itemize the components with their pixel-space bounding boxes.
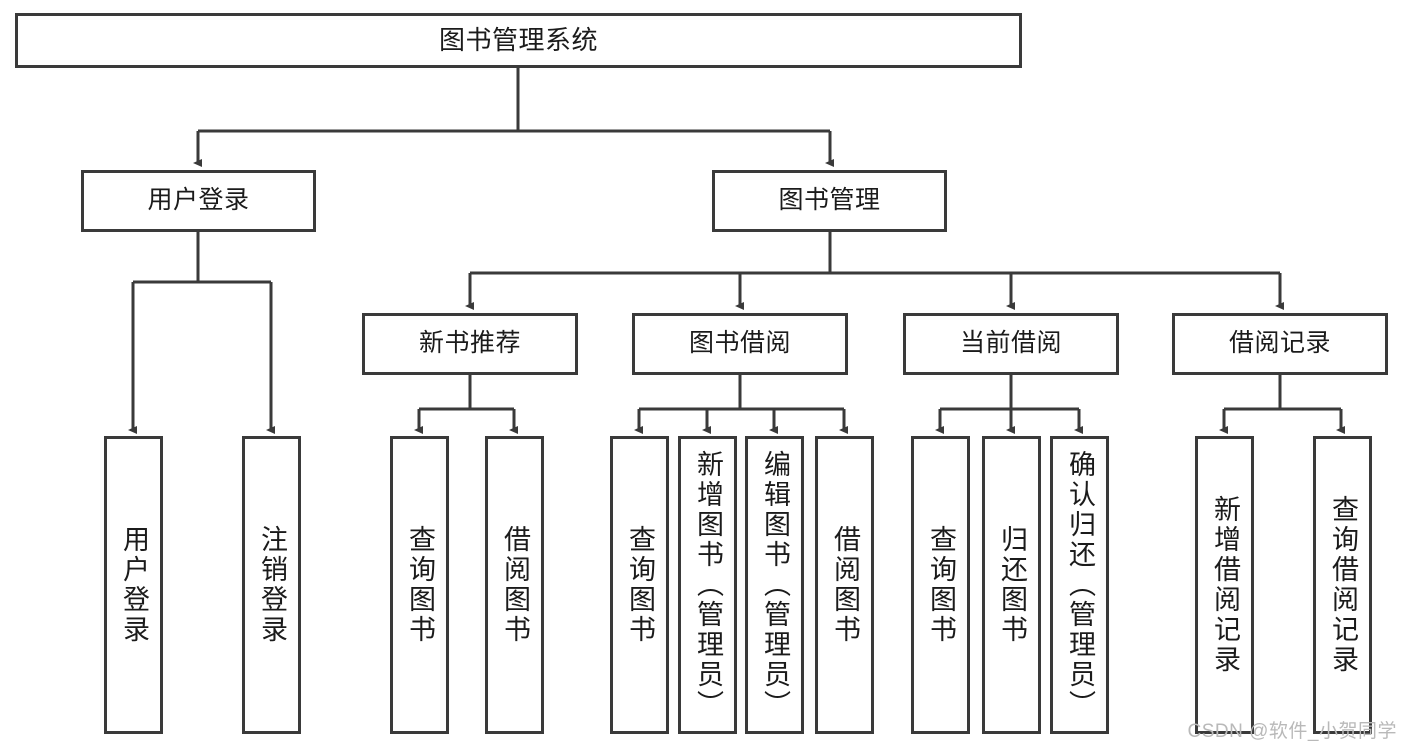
leaf-current-return-book[interactable]: 归还图书 [982,436,1041,734]
leaf-records-add-record[interactable]: 新增借阅记录 [1195,436,1254,734]
node-label: 借阅记录 [1228,329,1331,358]
node-borrow-records[interactable]: 借阅记录 [1172,313,1388,375]
leaf-borrow-add-book-admin[interactable]: 新增图书（管理员） [678,436,737,734]
node-label: 图书管理系统 [438,25,598,56]
node-label: 查询图书 [625,525,655,645]
node-root-system[interactable]: 图书管理系统 [15,13,1022,68]
leaf-borrow-edit-book-admin[interactable]: 编辑图书（管理员） [745,436,804,734]
node-label: 借阅图书 [830,525,860,645]
node-book-management[interactable]: 图书管理 [712,170,947,232]
node-label: 当前借阅 [959,329,1062,358]
node-label: 图书管理 [778,186,881,215]
leaf-user-login-logout[interactable]: 注销登录 [242,436,301,734]
node-label: 借阅图书 [500,525,530,645]
node-label: 编辑图书（管理员） [760,450,790,720]
node-label: 查询借阅记录 [1328,495,1358,675]
leaf-current-confirm-return-admin[interactable]: 确认归还（管理员） [1050,436,1109,734]
leaf-recommend-borrow-book[interactable]: 借阅图书 [485,436,544,734]
leaf-borrow-borrow-book[interactable]: 借阅图书 [815,436,874,734]
node-label: 归还图书 [997,525,1027,645]
node-label: 确认归还（管理员） [1065,450,1095,720]
node-label: 查询图书 [926,525,956,645]
leaf-current-query-book[interactable]: 查询图书 [911,436,970,734]
node-label: 新增图书（管理员） [693,450,723,720]
watermark: CSDN @软件_小贺同学 [1187,721,1397,742]
node-new-book-recommend[interactable]: 新书推荐 [362,313,578,375]
node-label: 新书推荐 [418,329,521,358]
leaf-records-query-record[interactable]: 查询借阅记录 [1313,436,1372,734]
node-label: 查询图书 [405,525,435,645]
node-book-borrow[interactable]: 图书借阅 [632,313,848,375]
leaf-user-login-login[interactable]: 用户登录 [104,436,163,734]
leaf-recommend-query-book[interactable]: 查询图书 [390,436,449,734]
node-label: 图书借阅 [688,329,791,358]
leaf-borrow-query-book[interactable]: 查询图书 [610,436,669,734]
node-label: 用户登录 [119,525,149,645]
node-current-borrow[interactable]: 当前借阅 [903,313,1119,375]
node-label: 用户登录 [147,186,250,215]
node-label: 新增借阅记录 [1210,495,1240,675]
node-user-login[interactable]: 用户登录 [81,170,316,232]
node-label: 注销登录 [257,525,287,645]
